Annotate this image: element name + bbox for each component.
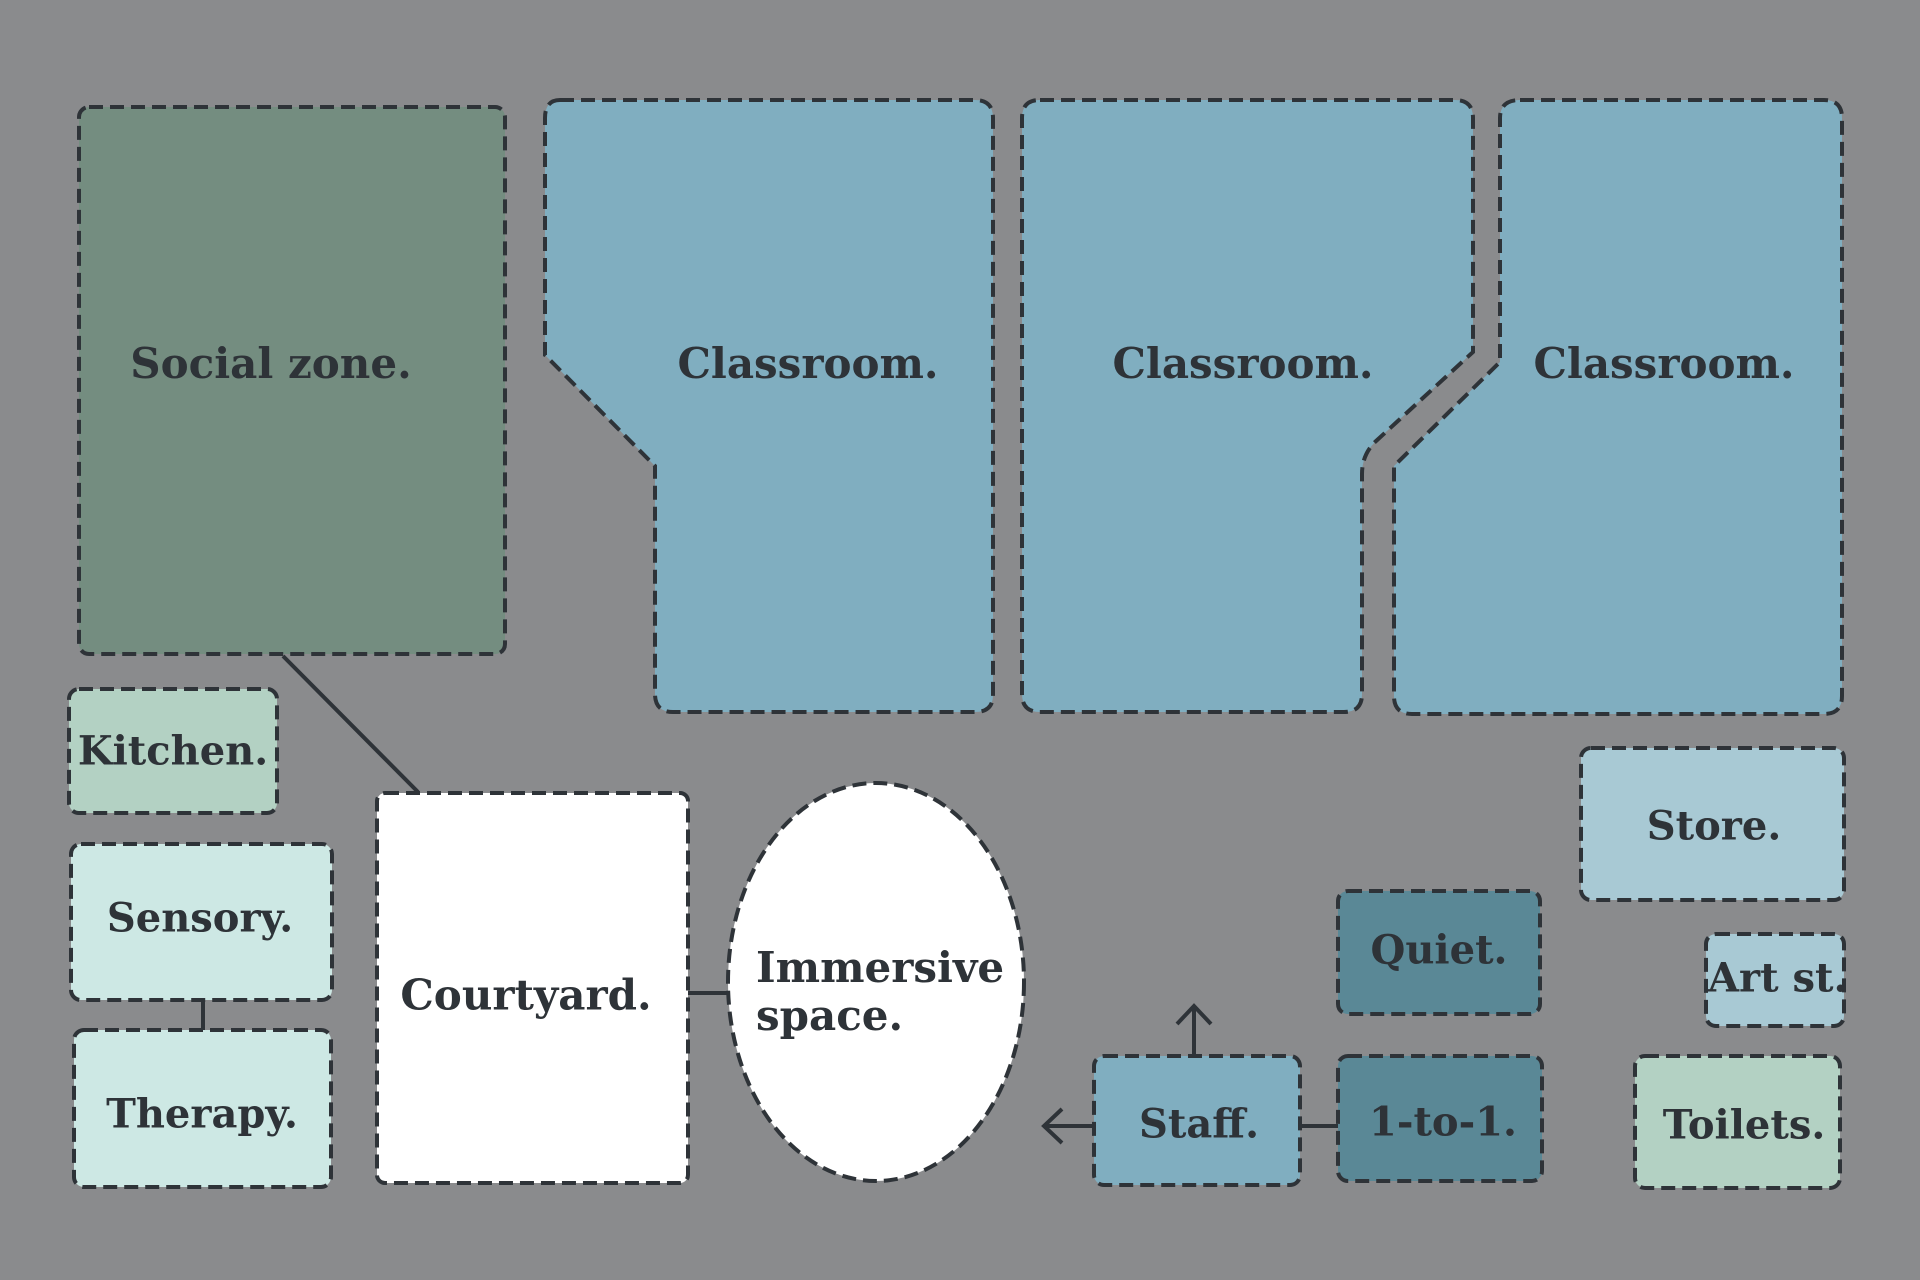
room-quiet: Quiet. [1336, 889, 1542, 1016]
arrow-left-icon [1041, 1107, 1064, 1145]
room-therapy: Therapy. [72, 1028, 333, 1189]
room-label-classroom-1: Classroom. [677, 339, 938, 388]
room-immersive-space: Immersive space. [726, 781, 1026, 1183]
room-art-store: Art st. [1704, 932, 1847, 1028]
room-toilets: Toilets. [1633, 1054, 1842, 1190]
room-label-one-to-one: 1-to-1. [1369, 1099, 1517, 1146]
room-sensory: Sensory. [69, 842, 334, 1002]
room-label-quiet: Quiet. [1371, 927, 1508, 974]
room-store: Store. [1579, 746, 1846, 902]
room-label-courtyard: Courtyard. [400, 971, 651, 1020]
room-kitchen: Kitchen. [67, 687, 279, 815]
arrow-up-icon [1175, 1003, 1213, 1026]
room-label-staff: Staff. [1139, 1101, 1259, 1148]
room-social-zone: Social zone. [77, 105, 507, 656]
link-social-courtyard [281, 654, 420, 794]
room-label-immersive-line-2: space. [756, 991, 903, 1040]
room-label-classroom-3: Classroom. [1533, 339, 1794, 388]
room-label-sensory: Sensory. [107, 895, 293, 942]
room-staff: Staff. [1092, 1054, 1302, 1187]
room-label-immersive-space: Immersive space. [756, 943, 1019, 1040]
room-label-social-zone: Social zone. [130, 339, 411, 388]
room-label-toilets: Toilets. [1663, 1102, 1826, 1149]
room-classroom-1: Classroom. [543, 98, 995, 714]
room-label-kitchen: Kitchen. [78, 728, 268, 775]
room-classroom-2: Classroom. [1020, 98, 1475, 714]
room-label-art-store: Art st. [1707, 955, 1847, 1002]
room-label-therapy: Therapy. [106, 1091, 298, 1138]
room-label-immersive-line-1: Immersive [756, 943, 1004, 992]
room-one-to-one: 1-to-1. [1336, 1054, 1544, 1183]
room-label-classroom-2: Classroom. [1112, 339, 1373, 388]
room-label-store: Store. [1647, 803, 1782, 850]
room-classroom-3: Classroom. [1392, 98, 1844, 716]
room-courtyard: Courtyard. [375, 791, 690, 1185]
